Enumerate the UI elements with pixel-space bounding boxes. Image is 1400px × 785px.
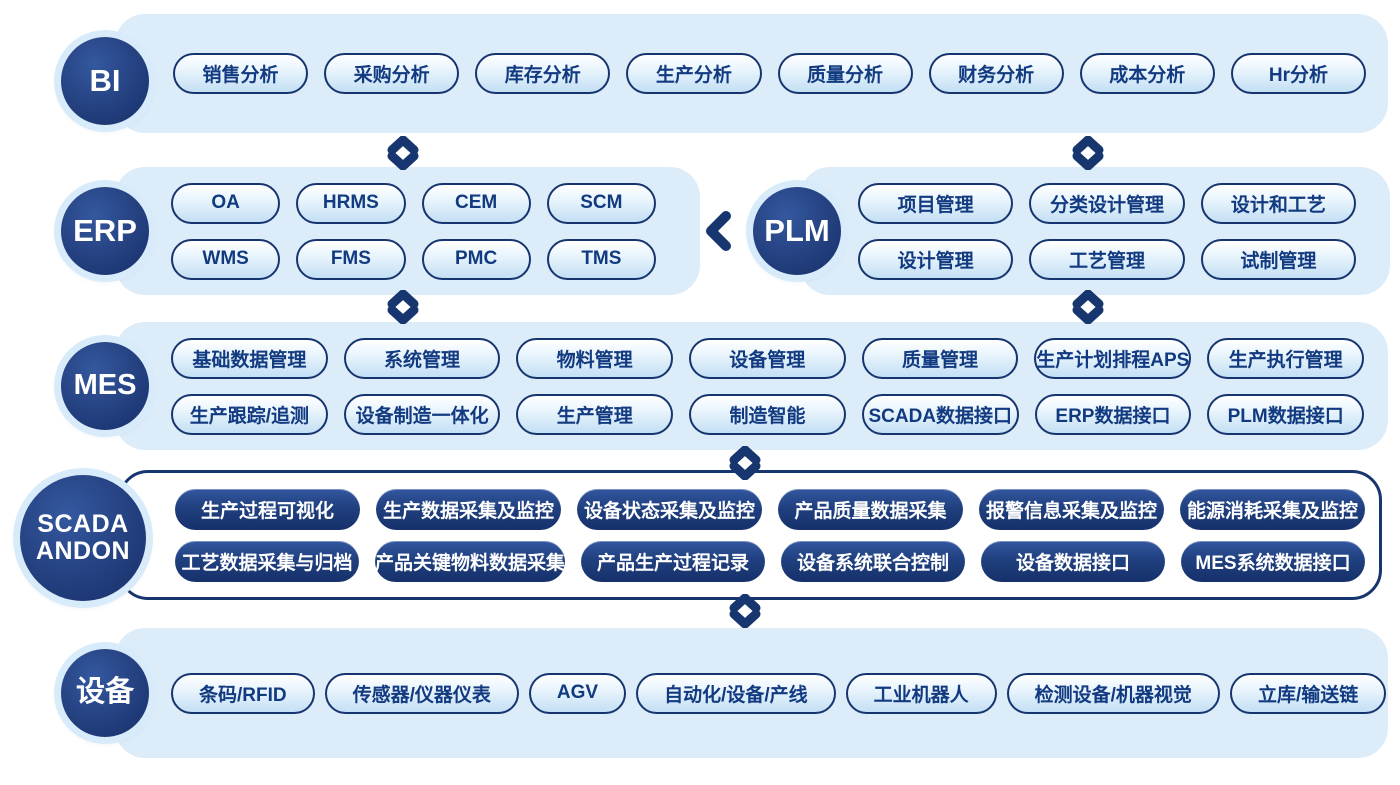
pill: 销售分析 [173,53,309,94]
updown-arrow-icon [725,445,765,485]
updown-arrow-icon [1068,135,1108,175]
pill: 设备状态采集及监控 [577,488,762,530]
pill: 产品生产过程记录 [581,540,766,582]
pill: 质量分析 [777,53,913,94]
plm-pill-row-2: 设计管理工艺管理试制管理 [858,238,1356,280]
pill: 制造智能 [689,393,846,435]
pill: OA [171,182,281,224]
pill: 产品关键物料数据采集 [375,540,566,582]
pill: 传感器/仪器仪表 [324,672,519,714]
pill: SCM [546,182,656,224]
pill: 生产过程可视化 [175,488,360,530]
pill: 条码/RFID [171,672,315,714]
pill: FMS [296,238,406,280]
pill: 试制管理 [1200,238,1356,280]
erp-layer-badge: ERP [61,187,149,275]
pill: 工业机器人 [845,672,997,714]
pill: 能源消耗采集及监控 [1180,488,1365,530]
pill: 工艺数据采集与归档 [175,540,359,582]
scada-badge-line-1: SCADA [37,509,129,538]
erp-pill-row-2: WMS FMS PMC TMS [171,238,656,280]
pill: 生产管理 [516,393,674,435]
mes-layer-badge: MES [61,342,149,430]
pill: 基础数据管理 [171,337,328,379]
erp-layer-panel: OA HRMS CEM SCM WMS FMS PMC TMS [115,167,700,295]
pill: PLM数据接口 [1207,393,1365,435]
mes-layer-panel: 基础数据管理系统管理物料管理设备管理质量管理生产计划排程APS 生产执行管理 生产… [115,322,1388,450]
pill: HRMS [296,182,406,224]
scada-andon-layer-badge: SCADA ANDON [20,475,146,601]
pill: 财务分析 [928,53,1064,94]
bi-pill-row: 销售分析采购分析库存分析生产分析质量分析财务分析成本分析 Hr分析 [173,53,1366,94]
scada-badge-line-2: ANDON [35,537,131,565]
bi-layer-panel: 销售分析采购分析库存分析生产分析质量分析财务分析成本分析 Hr分析 [115,14,1388,133]
pill: 质量管理 [861,337,1019,379]
pill: MES系统数据接口 [1181,540,1366,582]
pill: 工艺管理 [1029,238,1185,280]
pill: WMS [171,238,281,280]
pill: ERP数据接口 [1034,393,1192,435]
scada-pill-row-2: 工艺数据采集与归档产品关键物料数据采集产品生产过程记录设备系统联合控制设备数据接… [175,540,1366,582]
devices-layer-badge: 设备 [61,649,149,737]
pill: 设计和工艺 [1200,182,1356,224]
pill: Hr分析 [1230,53,1366,94]
pill: 系统管理 [343,337,501,379]
scada-pill-row-1: 生产过程可视化生产数据采集及监控设备状态采集及监控产品质量数据采集报警信息采集及… [175,488,1365,530]
pill: 设备制造一体化 [343,393,501,435]
updown-arrow-icon [1068,289,1108,329]
pill: 自动化/设备/产线 [636,672,836,714]
updown-arrow-icon [383,289,423,329]
pill: 报警信息采集及监控 [979,488,1164,530]
pill: 生产数据采集及监控 [376,488,561,530]
pill: 检测设备/机器视觉 [1006,672,1220,714]
plm-pill-row-1: 项目管理分类设计管理设计和工艺 [858,182,1356,224]
bi-layer-badge: BI [61,37,149,125]
pill: 物料管理 [516,337,673,379]
pill: 分类设计管理 [1029,182,1185,224]
pill: 设备数据接口 [981,540,1166,582]
pill: 库存分析 [475,53,611,94]
updown-arrow-icon [725,593,765,633]
pill: CEM [421,182,531,224]
pill: 生产计划排程APS [1034,337,1192,379]
pill: 设备系统联合控制 [781,540,966,582]
pill: 生产执行管理 [1207,337,1365,379]
pill: SCADA数据接口 [861,393,1019,435]
pill: 设计管理 [858,238,1014,280]
pill: PMC [421,238,531,280]
pill: 项目管理 [858,182,1014,224]
plm-layer-panel: 项目管理分类设计管理设计和工艺 设计管理工艺管理试制管理 [800,167,1390,295]
left-arrow-icon [703,209,733,258]
plm-layer-badge: PLM [753,187,841,275]
scada-andon-layer-panel: 生产过程可视化生产数据采集及监控设备状态采集及监控产品质量数据采集报警信息采集及… [118,470,1382,600]
pill: 生产分析 [626,53,762,94]
pill: 采购分析 [324,53,460,94]
pill: 产品质量数据采集 [778,488,963,530]
erp-pill-row-1: OA HRMS CEM SCM [171,182,656,224]
pill: 设备管理 [688,337,846,379]
pill: 成本分析 [1079,53,1215,94]
pill: AGV [528,672,627,714]
mes-pill-row-2: 生产跟踪/追测设备制造一体化生产管理制造智能 SCADA数据接口 ERP数据接口 PL… [171,393,1365,435]
updown-arrow-icon [383,135,423,175]
pill: TMS [546,238,656,280]
mes-pill-row-1: 基础数据管理系统管理物料管理设备管理质量管理生产计划排程APS 生产执行管理 [171,337,1365,379]
pill: 生产跟踪/追测 [171,393,328,435]
pill: 立库/输送链 [1229,672,1387,714]
